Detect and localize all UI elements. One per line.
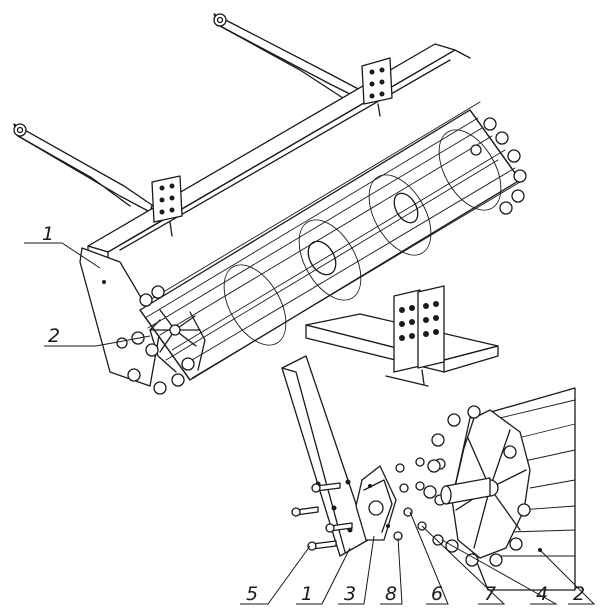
side-end-plate [281,355,369,557]
callout-label: 1 [42,223,54,245]
callout-label: 2 [48,325,60,347]
top-roller-assembly [13,13,527,395]
callout-label: 5 [246,583,258,605]
star-hub-left [149,309,201,353]
roller-end-bars-left [116,285,195,395]
callout-label: 8 [385,583,397,605]
detail-roller-end [423,387,576,591]
bolt-set [291,482,353,551]
exploded-detail-assembly [281,285,576,591]
bracket-plate-right [361,57,393,117]
roller-end-bars-right [470,117,527,215]
callout-label: 3 [344,583,356,605]
callouts-bottom: 5 1 3 8 6 7 4 2 [240,511,596,605]
bracket-plate-left [151,175,183,237]
hitch-arm-left [13,123,153,213]
bearing-flange-plate [355,465,397,541]
detail-bracket-plate-back [417,285,445,385]
callout-label: 1 [301,583,313,605]
callout-label: 6 [431,583,443,605]
callout-label: 4 [536,583,548,605]
callouts-top: 1 2 [24,223,151,347]
callout-label: 7 [484,583,496,605]
hitch-arm-right [213,13,365,101]
end-plate-left [79,247,161,387]
detail-bracket-plate-front [393,289,421,373]
callout-label: 2 [573,583,585,605]
